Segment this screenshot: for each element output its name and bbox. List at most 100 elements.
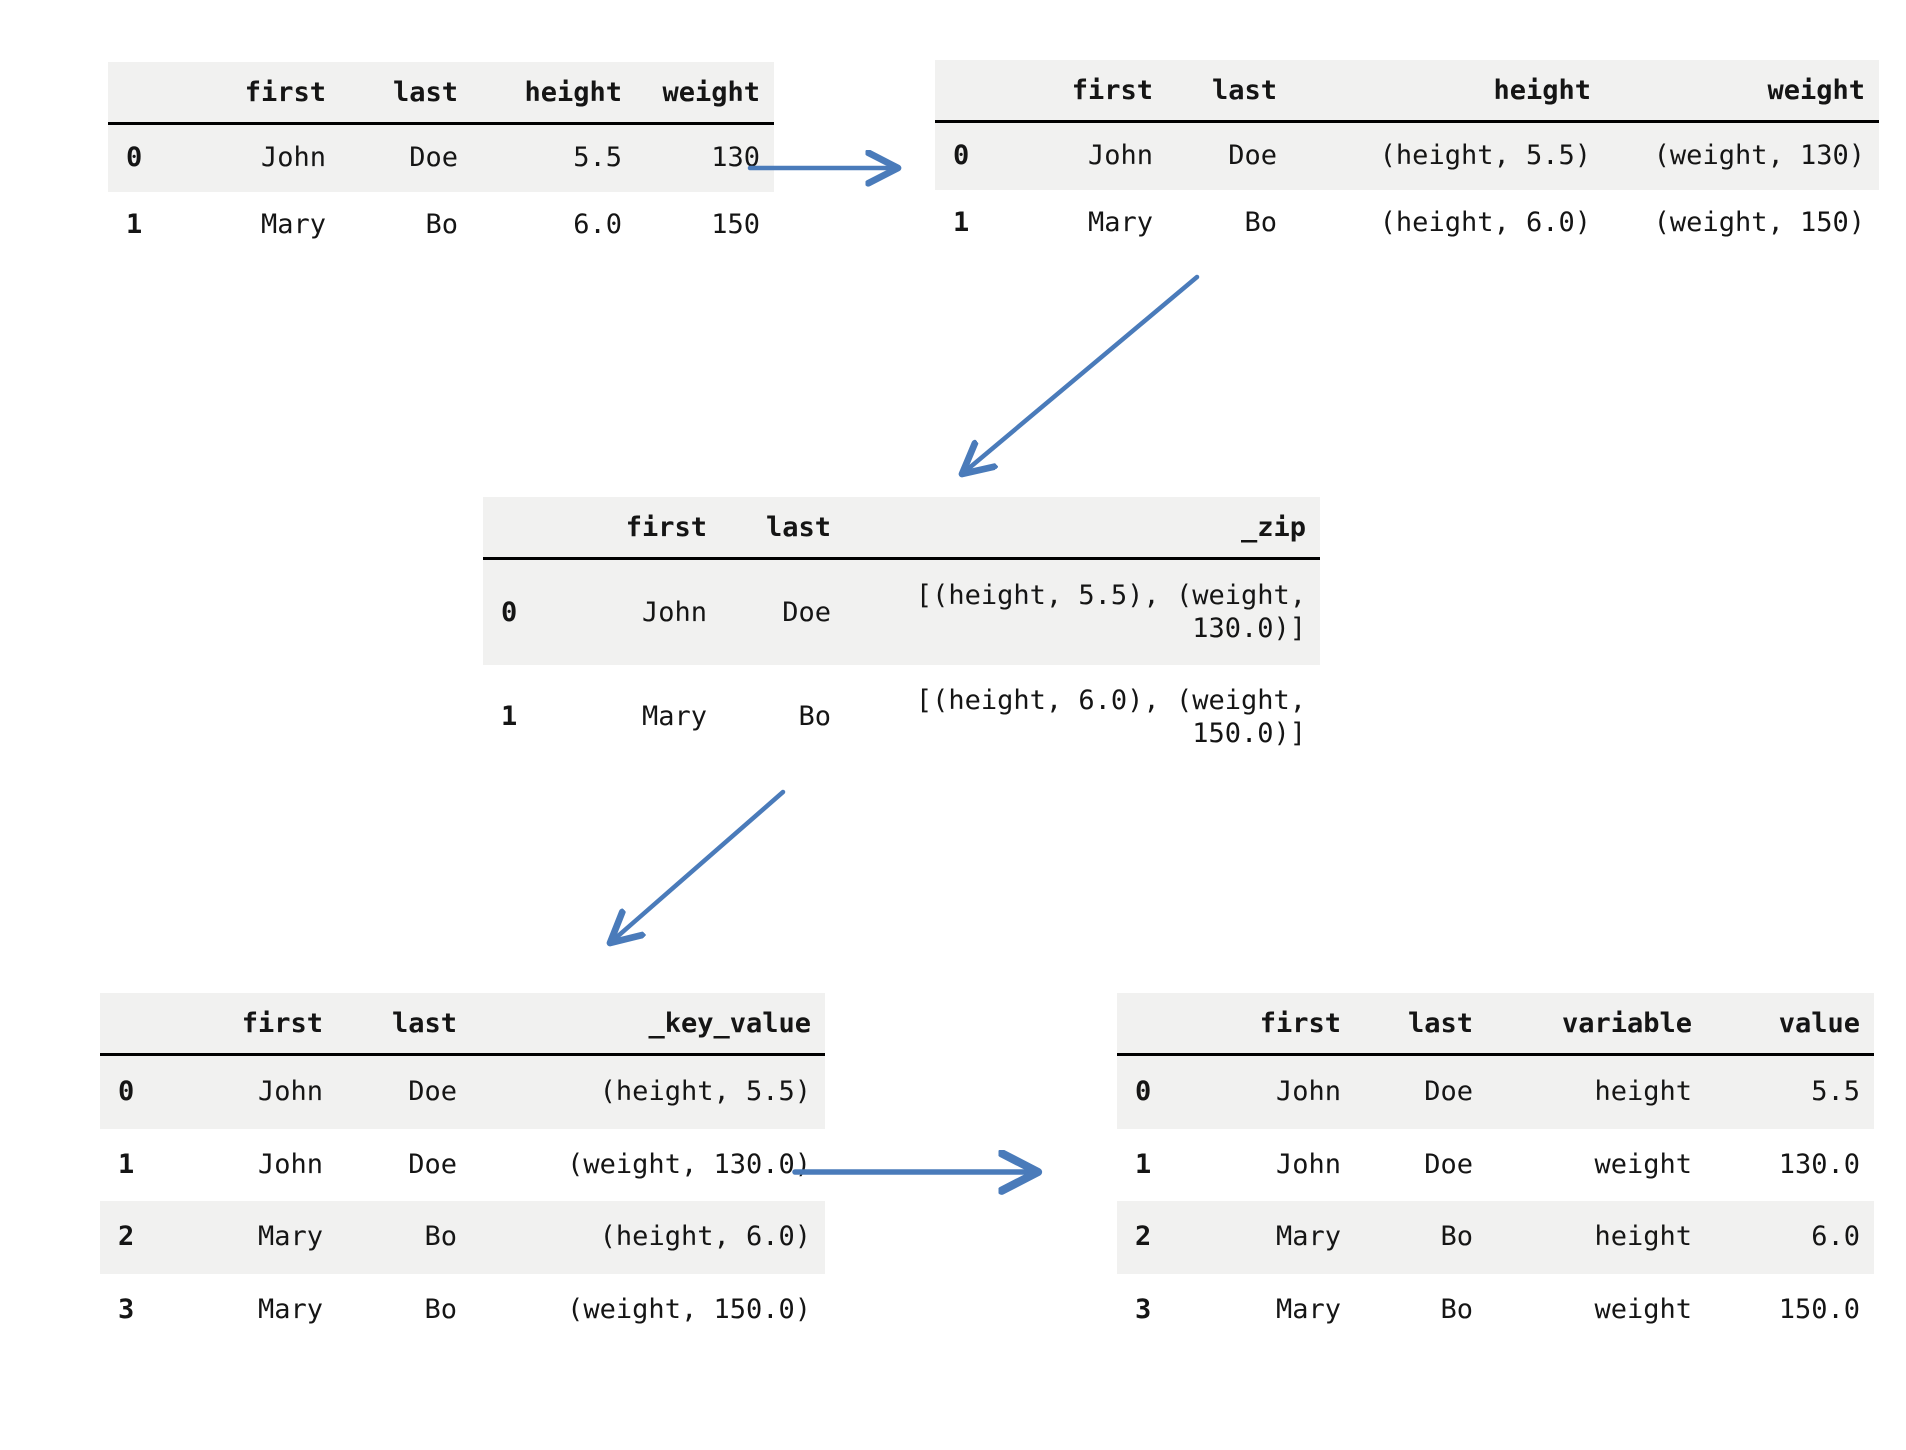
cell-first: Mary xyxy=(1005,189,1167,257)
row-index: 1 xyxy=(108,191,176,259)
cell-variable: height xyxy=(1487,1054,1706,1129)
col-header-last: last xyxy=(340,62,472,126)
arrow-down-left-step2-icon xyxy=(962,274,1200,474)
cell-first: Mary xyxy=(557,665,721,770)
col-header-weight: weight xyxy=(636,62,774,126)
col-header-weight: weight xyxy=(1605,60,1879,124)
index-col-header xyxy=(108,62,176,126)
cell-_key_value: (weight, 150.0) xyxy=(471,1273,825,1346)
cell-_zip: [(height, 6.0), (weight, 150.0)] xyxy=(845,665,1320,770)
cell-first: Mary xyxy=(168,1273,337,1346)
cell-height: (height, 6.0) xyxy=(1291,189,1605,257)
cell-last: Doe xyxy=(337,1054,471,1129)
col-header-last: last xyxy=(1355,993,1487,1057)
cell-first: John xyxy=(557,558,721,666)
cell-first: John xyxy=(1189,1054,1355,1129)
cell-variable: height xyxy=(1487,1201,1706,1274)
cell-last: Bo xyxy=(721,665,845,770)
cell-value: 6.0 xyxy=(1706,1201,1874,1274)
row-index: 3 xyxy=(1117,1273,1189,1346)
col-header-last: last xyxy=(337,993,471,1057)
row-index: 1 xyxy=(100,1128,168,1202)
index-col-header xyxy=(483,497,557,561)
col-header-first: first xyxy=(176,62,340,126)
col-header-variable: variable xyxy=(1487,993,1706,1057)
row-index: 3 xyxy=(100,1273,168,1346)
cell-_zip: [(height, 5.5), (weight, 130.0)] xyxy=(845,558,1320,666)
cell-first: John xyxy=(1005,121,1167,190)
row-index: 2 xyxy=(100,1201,168,1274)
cell-first: Mary xyxy=(168,1201,337,1274)
cell-last: Doe xyxy=(340,123,472,192)
cell-first: Mary xyxy=(176,191,340,259)
cell-first: Mary xyxy=(1189,1273,1355,1346)
cell-height: 5.5 xyxy=(472,123,636,192)
cell-first: Mary xyxy=(1189,1201,1355,1274)
cell-_key_value: (height, 5.5) xyxy=(471,1054,825,1129)
cell-last: Doe xyxy=(1355,1054,1487,1129)
cell-last: Doe xyxy=(337,1128,471,1202)
cell-weight: (weight, 150) xyxy=(1605,189,1879,257)
cell-first: John xyxy=(176,123,340,192)
cell-last: Bo xyxy=(337,1201,471,1274)
row-index: 0 xyxy=(100,1054,168,1129)
col-header-last: last xyxy=(1167,60,1291,124)
index-col-header xyxy=(1117,993,1189,1057)
cell-height: 6.0 xyxy=(472,191,636,259)
cell-last: Bo xyxy=(1167,189,1291,257)
cell-_key_value: (height, 6.0) xyxy=(471,1201,825,1274)
col-header-first: first xyxy=(168,993,337,1057)
cell-last: Doe xyxy=(1167,121,1291,190)
row-index: 2 xyxy=(1117,1201,1189,1274)
col-header-first: first xyxy=(1189,993,1355,1057)
cell-last: Doe xyxy=(1355,1128,1487,1202)
cell-weight: 130 xyxy=(636,123,774,192)
cell-first: John xyxy=(1189,1128,1355,1202)
row-index: 0 xyxy=(1117,1054,1189,1129)
row-index: 1 xyxy=(483,665,557,770)
cell-_key_value: (weight, 130.0) xyxy=(471,1128,825,1202)
row-index: 0 xyxy=(935,121,1005,190)
cell-value: 130.0 xyxy=(1706,1128,1874,1202)
col-header-height: height xyxy=(472,62,636,126)
cell-value: 150.0 xyxy=(1706,1273,1874,1346)
row-index: 0 xyxy=(108,123,176,192)
cell-weight: 150 xyxy=(636,191,774,259)
cell-last: Bo xyxy=(337,1273,471,1346)
col-header-height: height xyxy=(1291,60,1605,124)
col-header-_key_value: _key_value xyxy=(471,993,825,1057)
cell-last: Bo xyxy=(1355,1201,1487,1274)
cell-first: John xyxy=(168,1054,337,1129)
row-index: 0 xyxy=(483,558,557,666)
arrow-down-left-step3-icon xyxy=(610,789,786,943)
cell-last: Bo xyxy=(1355,1273,1487,1346)
cell-first: John xyxy=(168,1128,337,1202)
index-col-header xyxy=(935,60,1005,124)
cell-variable: weight xyxy=(1487,1128,1706,1202)
cell-last: Bo xyxy=(340,191,472,259)
